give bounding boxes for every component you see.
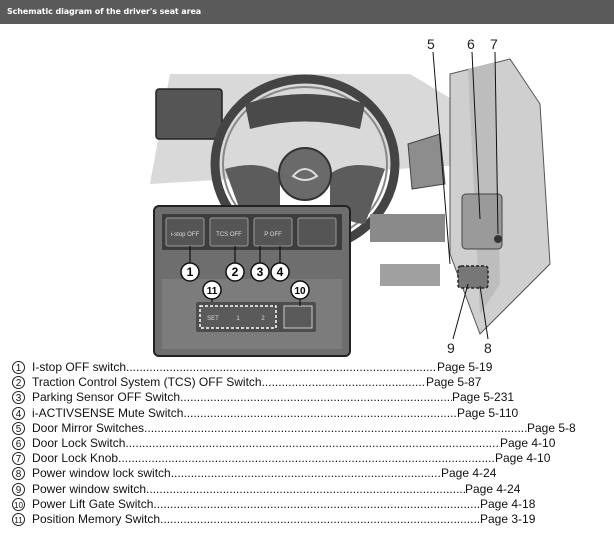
item-number-badge: 6 [12, 436, 25, 450]
dot-leader: ........................................… [128, 435, 500, 450]
callout-10: 10 [294, 286, 306, 297]
callout-6-label: 6 [467, 36, 475, 52]
item-page-reference[interactable]: Page 3-19 [480, 511, 536, 526]
dot-leader: ........................................… [126, 360, 437, 374]
callout-2: 2 [232, 265, 239, 279]
istop-switch-label: i-stop OFF [171, 232, 200, 238]
driver-seat-diagram: 1 2 3 4 11 10 i-stop OFF TCS OFF P OFF S… [150, 34, 614, 358]
dot-leader: ........................................… [149, 481, 465, 496]
item-page-reference[interactable]: Page 5-19 [437, 360, 493, 374]
callout-3: 3 [257, 265, 264, 279]
callout-5-label: 5 [427, 36, 435, 52]
memory-1-label: 1 [236, 316, 240, 322]
list-item[interactable]: 11 Position Memory Switch...............… [12, 512, 612, 527]
item-number-badge: 1 [12, 361, 25, 374]
list-item[interactable]: 4 i-ACTIVSENSE Mute Switch...............… [12, 406, 612, 421]
list-item[interactable]: 5 Door Mirror Switches..................… [12, 421, 612, 436]
item-label: Door Lock Switch. [32, 435, 129, 450]
item-number-badge: 8 [12, 467, 25, 481]
tcs-switch-label: TCS OFF [216, 232, 242, 238]
page-title: Schematic diagram of the driver's seat a… [7, 7, 202, 16]
item-label: i-ACTIVSENSE Mute Switch [32, 405, 184, 420]
list-item[interactable]: 7 Door Lock Knob.........................… [12, 451, 612, 466]
dot-leader: ........................................… [160, 511, 480, 526]
dashboard-illustration: 1 2 3 4 11 10 i-stop OFF TCS OFF P OFF S… [150, 34, 614, 358]
list-item[interactable]: 9 Power window switch...................… [12, 482, 612, 497]
item-number-badge: 10 [12, 497, 25, 511]
item-page-reference[interactable]: Page 4-18 [480, 496, 536, 511]
item-number-badge: 3 [12, 391, 25, 405]
item-page-reference[interactable]: Page 4-24 [465, 481, 521, 496]
item-number-badge: 11 [12, 512, 25, 526]
item-page-reference[interactable]: Page 4-10 [500, 435, 556, 450]
item-page-reference[interactable]: Page 5-8 [527, 420, 576, 435]
callout-1: 1 [187, 265, 194, 279]
memory-set-label: SET [207, 316, 219, 322]
list-item[interactable]: 1 I-stop OFF switch......................… [12, 360, 612, 375]
list-item[interactable]: 10 Power Lift Gate Switch...............… [12, 497, 612, 512]
callout-9-label: 9 [447, 340, 455, 356]
item-page-reference[interactable]: Page 4-10 [495, 451, 551, 466]
dot-leader: ........................................… [261, 375, 426, 390]
item-label: Power window lock switch [32, 466, 171, 481]
item-number-badge: 5 [12, 421, 25, 435]
item-page-reference[interactable]: Page 5-87 [426, 375, 482, 390]
item-number-badge: 4 [12, 406, 25, 420]
item-number-badge: 9 [12, 482, 25, 496]
item-number-badge: 2 [12, 376, 25, 390]
dot-leader: ........................................… [153, 496, 480, 511]
header-bar: Schematic diagram of the driver's seat a… [0, 0, 614, 24]
callout-7-label: 7 [490, 36, 498, 52]
item-label: Position Memory Switch [32, 511, 161, 526]
list-item[interactable]: 8 Power window lock switch..............… [12, 466, 612, 481]
dot-leader: ........................................… [183, 405, 457, 420]
list-item[interactable]: 3 Parking Sensor OFF Switch..............… [12, 390, 612, 405]
item-label: I-stop OFF switch [32, 360, 127, 374]
item-label: Door Lock Knob. [32, 451, 122, 466]
item-number-badge: 7 [12, 452, 25, 466]
callout-8-label: 8 [484, 340, 492, 356]
component-index-list: 1 I-stop OFF switch......................… [12, 360, 612, 527]
dot-leader: ........................................… [144, 420, 527, 435]
list-item[interactable]: 2 Traction Control System (TCS) OFF Switc… [12, 375, 612, 390]
item-label: Power Lift Gate Switch [32, 496, 154, 511]
item-page-reference[interactable]: Page 4-24 [441, 466, 497, 481]
item-label: Power window switch. [32, 481, 150, 496]
item-label: Parking Sensor OFF Switch [32, 390, 181, 405]
list-item[interactable]: 6 Door Lock Switch.......................… [12, 436, 612, 451]
parking-switch-label: P OFF [264, 232, 282, 238]
item-label: Door Mirror Switches [32, 420, 145, 435]
item-page-reference[interactable]: Page 5-110 [457, 405, 519, 420]
item-page-reference[interactable]: Page 5-231 [452, 390, 515, 405]
dot-leader: ........................................… [170, 466, 441, 481]
item-label: Traction Control System (TCS) OFF Switch [32, 375, 262, 390]
switch-inset-panel: 1 2 3 4 11 10 i-stop OFF TCS OFF P OFF S… [153, 205, 351, 357]
callout-4: 4 [277, 265, 284, 279]
dot-leader: ........................................… [121, 451, 495, 466]
memory-2-label: 2 [261, 316, 265, 322]
dot-leader: ........................................… [180, 390, 452, 405]
callout-11: 11 [207, 286, 218, 297]
